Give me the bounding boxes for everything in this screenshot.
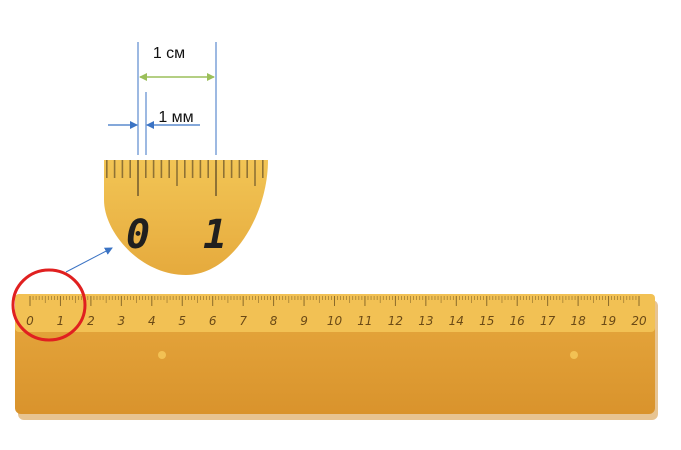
ruler-number-10: 10 (327, 314, 343, 328)
mm-label: 1 мм (158, 109, 193, 126)
ruler-dot-left (158, 351, 166, 359)
cm-label: 1 см (153, 45, 185, 62)
ruler-number-11: 11 (357, 314, 372, 328)
ruler-number-6: 6 (209, 314, 217, 328)
ruler-number-12: 12 (388, 314, 403, 328)
ruler-number-14: 14 (449, 314, 464, 328)
ruler-number-0: 0 (26, 314, 34, 328)
ruler-dot-right (570, 351, 578, 359)
mm-dimension: 1 мм (108, 92, 200, 155)
ruler-number-17: 17 (540, 314, 556, 328)
ruler-number-16: 16 (510, 314, 526, 328)
zoom-digit-1: 1 (203, 212, 227, 258)
ruler-scale-strip (15, 294, 655, 332)
ruler-number-4: 4 (148, 314, 156, 328)
cm-dimension: 1 см (137, 42, 217, 155)
ruler-number-5: 5 (178, 314, 186, 328)
ruler-number-20: 20 (631, 314, 647, 328)
zoomed-ruler-detail: 0 1 (104, 160, 268, 275)
ruler-number-15: 15 (479, 314, 494, 328)
ruler-number-2: 2 (87, 314, 95, 328)
ruler-number-9: 9 (300, 314, 308, 328)
ruler-number-13: 13 (418, 314, 433, 328)
ruler-number-18: 18 (570, 314, 586, 328)
ruler-number-3: 3 (118, 314, 126, 328)
ruler-number-7: 7 (239, 314, 247, 328)
ruler-ticks (29, 296, 640, 306)
zoom-digit-0: 0 (126, 212, 150, 258)
zoomed-ruler-ticks (106, 160, 264, 196)
ruler-number-19: 19 (601, 314, 616, 328)
ruler-number-1: 1 (57, 314, 65, 328)
pointer-arrow (65, 247, 113, 273)
highlight-circle (11, 268, 87, 342)
ruler-number-8: 8 (270, 314, 278, 328)
